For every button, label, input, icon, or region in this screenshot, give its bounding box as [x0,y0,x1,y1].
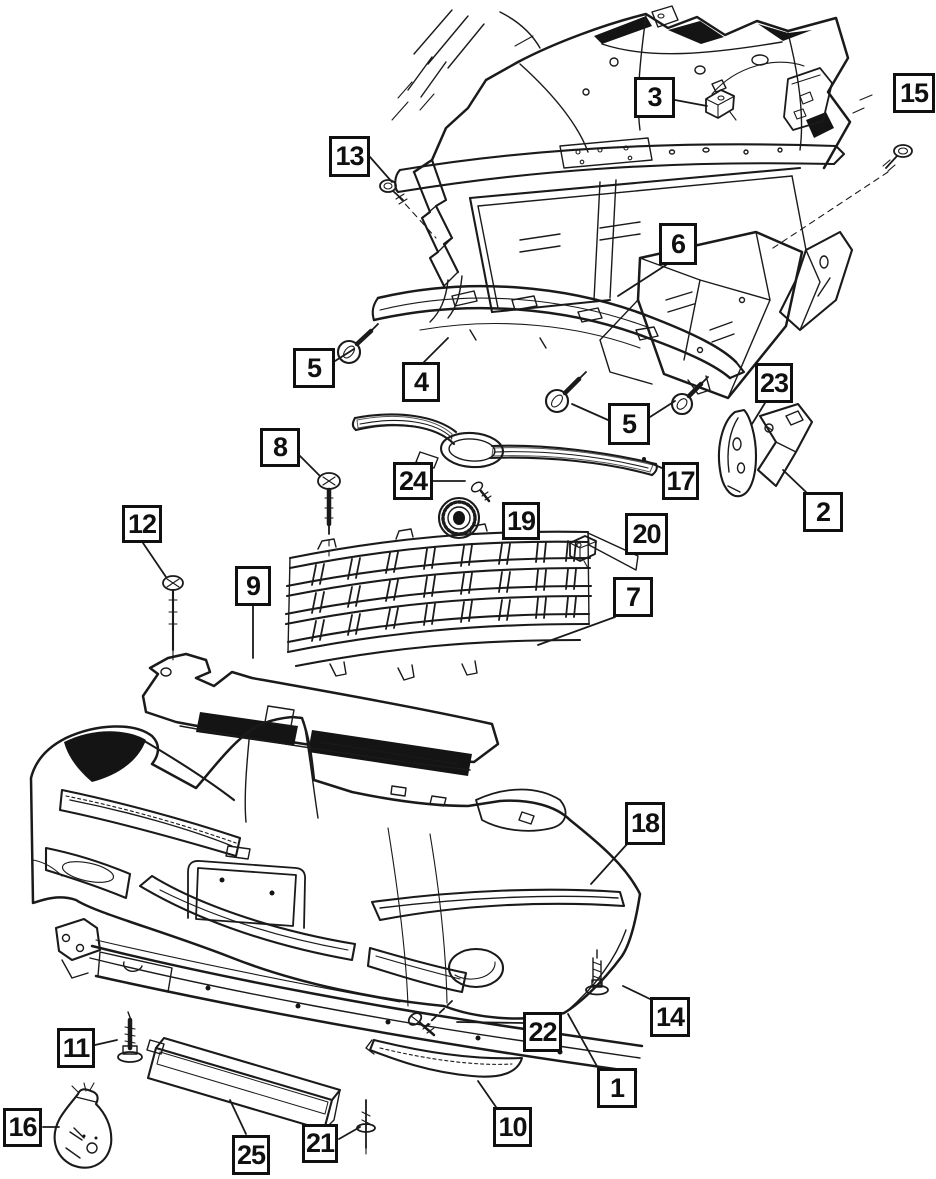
body-sketch-lines [391,9,541,121]
callout-4[interactable]: 4 [402,362,440,402]
grille-screw-8 [317,472,341,557]
hardware-bag [53,1082,113,1169]
callout-15[interactable]: 15 [893,73,935,113]
callout-13[interactable]: 13 [329,136,370,177]
fascia-bracket-23 [717,408,758,498]
callout-24[interactable]: 24 [393,462,433,500]
radiator-grille [284,523,639,681]
clip-3 [705,89,737,121]
callout-7[interactable]: 7 [613,577,653,617]
callout-10[interactable]: 10 [493,1107,532,1147]
callout-25[interactable]: 25 [232,1135,270,1175]
lower-reinforcement-beam [54,917,644,1074]
grille-screw-12 [162,575,184,661]
callout-11[interactable]: 11 [57,1028,95,1068]
upper-reinforcement-bar [371,284,746,380]
callout-8[interactable]: 8 [260,428,300,467]
callout-22[interactable]: 22 [523,1012,562,1052]
closeout-panel [141,652,500,776]
callout-5[interactable]: 5 [608,403,650,445]
leader-lines [42,99,807,1140]
bumper-fascia [29,715,642,1020]
grille-medallion [437,496,481,540]
callout-18[interactable]: 18 [625,802,665,845]
radiator-support-assembly [394,5,889,400]
callout-23[interactable]: 23 [755,363,793,403]
push-pin-13 [379,179,408,205]
callout-20[interactable]: 20 [625,513,668,555]
callout-1[interactable]: 1 [597,1068,637,1108]
beam-screw-11 [117,1011,143,1063]
callout-21[interactable]: 21 [302,1124,338,1163]
callout-16[interactable]: 16 [3,1108,42,1147]
callout-14[interactable]: 14 [650,997,690,1037]
strip-screw-21 [356,1099,376,1155]
callout-3[interactable]: 3 [634,77,675,118]
callout-9[interactable]: 9 [235,566,271,606]
callout-6[interactable]: 6 [659,223,697,265]
hinge-bracket [783,67,833,131]
callout-5[interactable]: 5 [293,348,335,388]
grille-molding-bar [351,413,658,477]
callout-12[interactable]: 12 [122,505,162,543]
mounting-screw-5a [336,323,379,365]
emblem-stud-24 [470,481,492,503]
air-dam-strip [146,1036,342,1132]
fascia-screw-14 [585,949,609,996]
retainer-clip-20 [569,535,597,569]
air-dam-end-cap [365,1038,524,1078]
callout-19[interactable]: 19 [502,502,540,540]
mounting-screw-5b [544,371,587,414]
fascia-bracket-2 [756,402,814,488]
callout-2[interactable]: 2 [803,492,843,532]
push-pin-15 [882,144,913,172]
callout-17[interactable]: 17 [662,462,699,500]
mounting-screw-5c [670,376,709,416]
